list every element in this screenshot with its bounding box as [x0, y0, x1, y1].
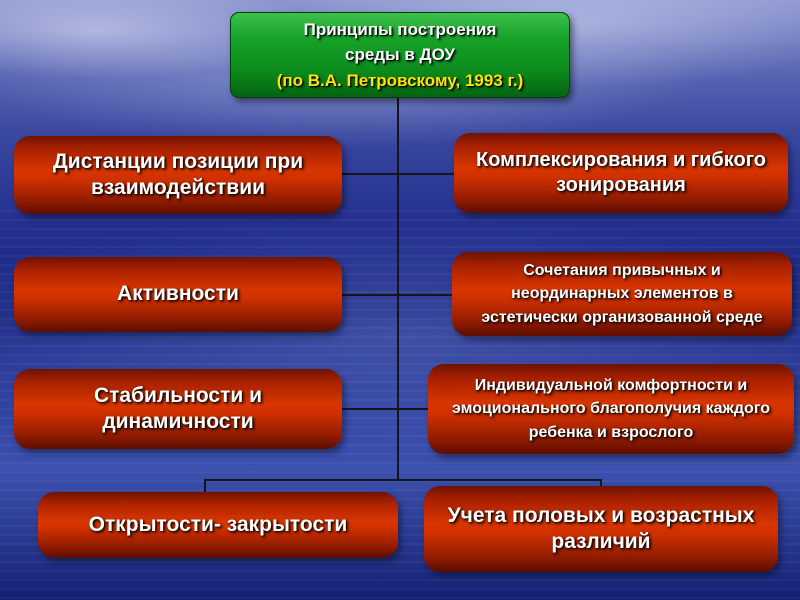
connector-row2 [342, 294, 454, 296]
principle-box-stability-dynamics: Стабильности и динамичности [14, 369, 342, 449]
title-line-attribution: (по В.А. Петровскому, 1993 г.) [276, 70, 524, 90]
principle-box-complexing-zoning: Комплексирования и гибкого зонирования [454, 133, 788, 213]
principle-box-gender-age-differences: Учета половых и возрастных различий [424, 486, 778, 572]
principle-box-individual-comfort: Индивидуальной комфортности и эмоциональ… [428, 364, 794, 454]
title-box: Принципы построения среды в ДОУ (по В.А.… [230, 12, 570, 98]
principle-box-familiar-extraordinary-elements: Сочетания привычных и неординарных элеме… [452, 252, 792, 336]
principle-box-activity: Активности [14, 257, 342, 332]
connector-row1 [342, 173, 454, 175]
title-line-1: Принципы построения [303, 19, 497, 39]
connector-row3 [342, 408, 430, 410]
title-line-2: среды в ДОУ [345, 45, 455, 65]
connector-bottom-horizontal [204, 479, 602, 481]
principle-box-openness-closedness: Открытости- закрытости [38, 492, 398, 558]
principle-box-distance-position: Дистанции позиции при взаимодействии [14, 136, 342, 214]
connector-vertical-center [397, 96, 399, 480]
